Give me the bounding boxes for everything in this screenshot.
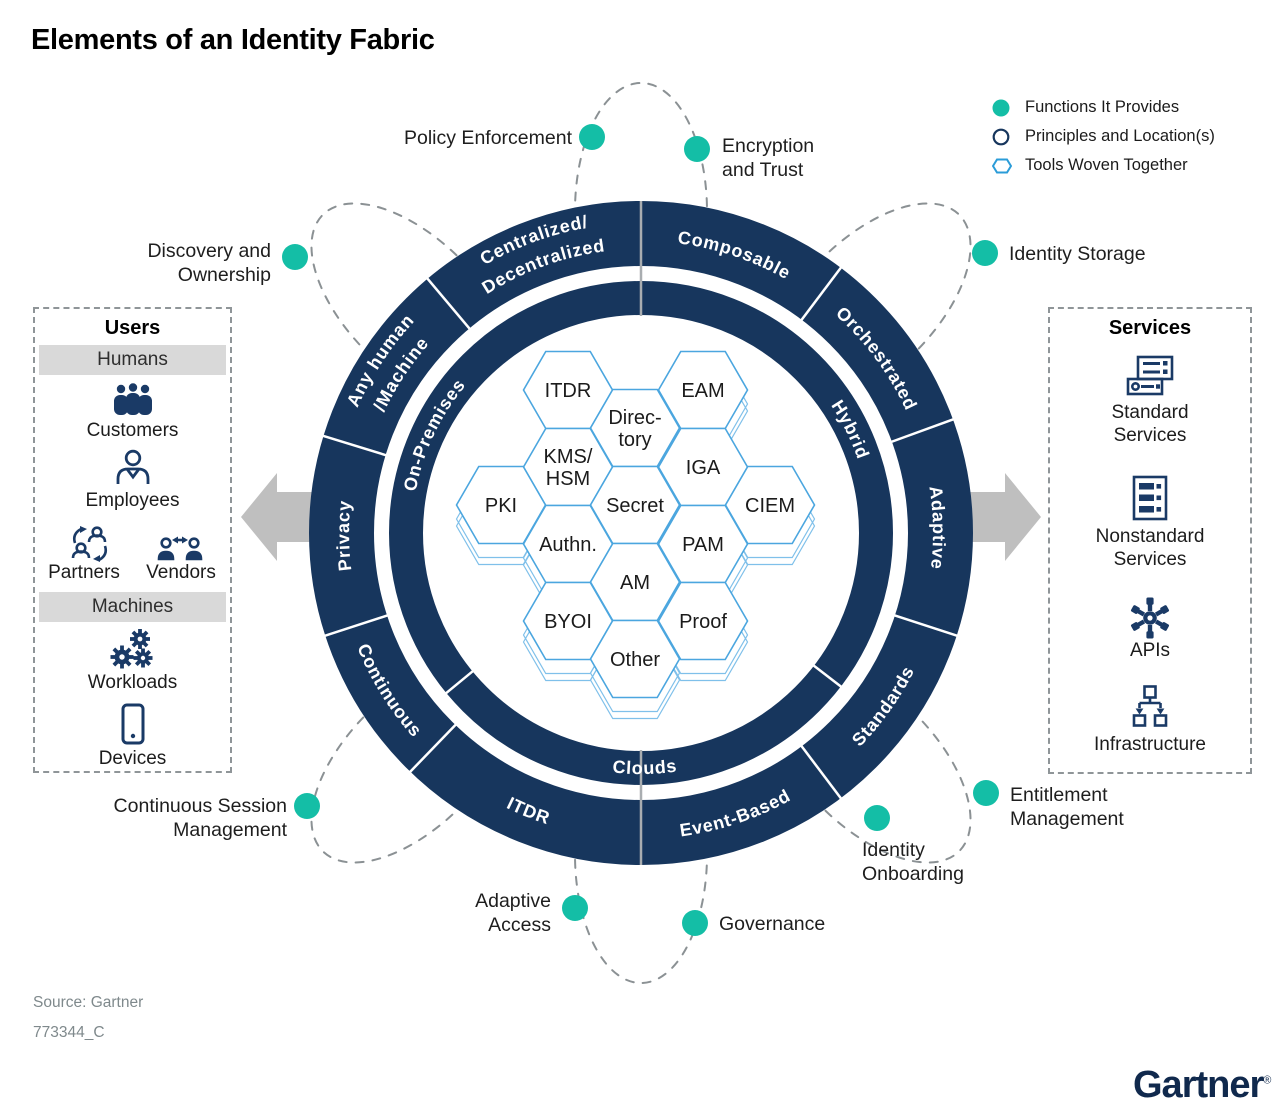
machines-band: Machines bbox=[39, 592, 226, 622]
devices-icon bbox=[35, 703, 230, 745]
vendors-label: Vendors bbox=[146, 562, 216, 583]
function-dot-icon bbox=[972, 240, 998, 266]
tool-other: Other bbox=[610, 649, 660, 671]
source-note: Source: Gartner 773344_C bbox=[33, 988, 143, 1048]
apis-label: APIs bbox=[1129, 640, 1171, 661]
function-dot-icon bbox=[562, 895, 588, 921]
function-dot-icon bbox=[579, 124, 605, 150]
devices-label: Devices bbox=[98, 748, 167, 769]
workloads-icon bbox=[35, 629, 230, 669]
tool-iga: IGA bbox=[686, 457, 721, 479]
mid-ring-dividers bbox=[443, 663, 844, 696]
legend-label: Functions It Provides bbox=[1025, 98, 1180, 116]
partners-icon bbox=[45, 525, 135, 563]
left-arrow-icon bbox=[241, 473, 322, 561]
apis-icon bbox=[1050, 597, 1250, 639]
function-identity-storage: Identity Storage bbox=[972, 240, 1146, 266]
workloads-label: Workloads bbox=[87, 672, 178, 693]
tool-eam: EAM bbox=[681, 380, 724, 402]
document-id: 773344_C bbox=[33, 1024, 105, 1041]
infrastructure-label: Infrastructure bbox=[1094, 734, 1206, 755]
source-line: Source: Gartner bbox=[33, 994, 144, 1011]
page-title: Elements of an Identity Fabric bbox=[31, 24, 435, 56]
tool-itdr: ITDR bbox=[545, 380, 592, 402]
hexagon-labels: ITDR EAM Direc-tory KMS/HSM IGA PKI Secr… bbox=[485, 380, 795, 671]
function-dot-icon bbox=[682, 910, 708, 936]
function-dot-icon bbox=[684, 136, 710, 162]
tool-kms-hsm: KMS/HSM bbox=[544, 446, 593, 490]
tool-authn: Authn. bbox=[539, 534, 597, 556]
services-panel: Services Standard Services Nonstandard S… bbox=[1048, 307, 1252, 774]
tool-pki: PKI bbox=[485, 495, 517, 517]
standard-services-label: Standard Services bbox=[1111, 402, 1189, 446]
nonstandard-services-label: Nonstandard Services bbox=[1095, 526, 1205, 570]
registered-mark: ® bbox=[1263, 1074, 1271, 1087]
tool-secret: Secret bbox=[606, 495, 664, 517]
segment-privacy: Privacy bbox=[333, 499, 355, 572]
employees-icon bbox=[35, 449, 230, 487]
legend-row-tools: Tools Woven Together bbox=[992, 151, 1215, 180]
standard-services-icon bbox=[1050, 355, 1250, 397]
svg-text:Identity Storage: Identity Storage bbox=[1009, 243, 1146, 265]
services-panel-title: Services bbox=[1108, 317, 1192, 339]
legend-row-functions: Functions It Provides bbox=[992, 93, 1215, 122]
segment-adaptive: Adaptive bbox=[925, 485, 949, 571]
tool-ciem: CIEM bbox=[745, 495, 795, 517]
outer-ring-dividers bbox=[322, 266, 959, 800]
legend-label: Tools Woven Together bbox=[1025, 156, 1188, 174]
vendors-icon bbox=[135, 531, 225, 561]
partners-label: Partners bbox=[48, 562, 120, 583]
infrastructure-icon bbox=[1050, 685, 1250, 727]
function-governance: Governance bbox=[682, 910, 825, 936]
segment-clouds: Clouds bbox=[612, 755, 679, 778]
legend: Functions It Provides Principles and Loc… bbox=[992, 93, 1215, 180]
customers-label: Customers bbox=[86, 420, 179, 441]
svg-text:Policy Enforcement: Policy Enforcement bbox=[404, 127, 573, 149]
gartner-logo: Gartner® bbox=[1133, 1064, 1271, 1106]
employees-label: Employees bbox=[85, 490, 180, 511]
function-dot-icon bbox=[282, 244, 308, 270]
customers-icon bbox=[35, 381, 230, 415]
tool-hexagons: ITDR EAM Direc-tory KMS/HSM IGA PKI Secr… bbox=[455, 350, 816, 720]
principle-circle-icon bbox=[992, 128, 1016, 146]
function-dot-icon bbox=[864, 805, 890, 831]
tool-proof: Proof bbox=[679, 611, 727, 633]
tool-pam: PAM bbox=[682, 534, 724, 556]
legend-label: Principles and Location(s) bbox=[1025, 127, 1215, 145]
function-dot-icon bbox=[973, 780, 999, 806]
tool-am: AM bbox=[620, 572, 650, 594]
users-panel-title: Users bbox=[104, 317, 161, 339]
right-arrow-icon bbox=[960, 473, 1041, 561]
tool-byoi: BYOI bbox=[544, 611, 592, 633]
tool-directory: Direc-tory bbox=[608, 407, 661, 451]
function-policy-enforcement: Policy Enforcement bbox=[404, 124, 605, 150]
users-panel: Users Humans Customers Employees Partner… bbox=[33, 307, 232, 773]
svg-text:Governance: Governance bbox=[719, 913, 825, 935]
humans-band: Humans bbox=[39, 345, 226, 375]
function-dot-icon bbox=[294, 793, 320, 819]
flow-arrows bbox=[241, 473, 1041, 561]
legend-row-principles: Principles and Location(s) bbox=[992, 122, 1215, 151]
tool-hexagon-icon bbox=[992, 157, 1016, 175]
function-dot-icon bbox=[992, 99, 1016, 117]
nonstandard-services-icon bbox=[1050, 475, 1250, 521]
